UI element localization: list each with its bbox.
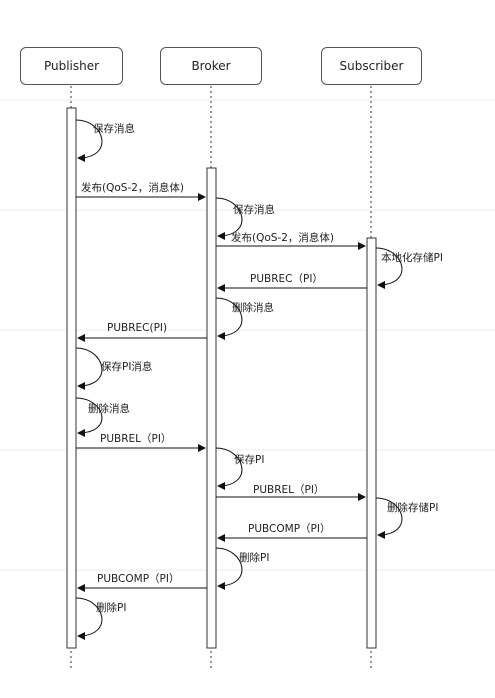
activation-broker bbox=[206, 167, 217, 649]
label-sub-delete-stored-pi: 删除存储PI bbox=[387, 501, 438, 514]
label-broker-delete-msg: 删除消息 bbox=[232, 301, 274, 314]
self-arrow-sub-delete-pi bbox=[375, 497, 403, 539]
participant-subscriber-label: Subscriber bbox=[339, 59, 404, 73]
label-pubrec-sub: PUBREC（PI） bbox=[250, 273, 323, 285]
label-pub-delete-pi: 删除PI bbox=[96, 601, 126, 614]
self-arrow-broker-delete bbox=[215, 297, 243, 340]
activation-subscriber bbox=[366, 237, 377, 649]
participant-publisher-label: Publisher bbox=[43, 59, 100, 73]
message-labels: 保存消息 发布(QoS-2，消息体) 保存消息 发布(QoS-2，消息体) 本地… bbox=[81, 122, 443, 614]
label-broker-save-pi: 保存PI bbox=[234, 453, 264, 466]
activation-publisher bbox=[66, 107, 77, 649]
participant-broker: Broker bbox=[160, 47, 262, 85]
label-pubrel-pub: PUBREL（PI） bbox=[100, 433, 171, 445]
label-sub-local-store: 本地化存储PI bbox=[381, 251, 443, 264]
participant-subscriber: Subscriber bbox=[321, 47, 422, 85]
label-pubrec-pub: PUBREC(PI) bbox=[107, 322, 167, 334]
label-broker-delete-pi: 删除PI bbox=[239, 551, 269, 564]
label-pubrel-broker: PUBREL（PI） bbox=[253, 484, 324, 496]
messages bbox=[75, 119, 403, 640]
participant-broker-label: Broker bbox=[191, 59, 231, 73]
self-arrow-broker-save bbox=[215, 197, 243, 240]
self-arrow-pub-save bbox=[75, 119, 103, 162]
self-arrow-pub-save-pi bbox=[75, 347, 103, 390]
label-pub-save-pi-msg: 保存PI消息 bbox=[101, 360, 152, 373]
participant-publisher: Publisher bbox=[20, 47, 123, 85]
self-arrow-pub-delete-pi bbox=[75, 597, 103, 640]
self-arrow-broker-save-pi bbox=[215, 447, 243, 490]
label-publish-qos2: 发布(QoS-2，消息体) bbox=[81, 181, 184, 194]
self-arrow-broker-delete-pi bbox=[215, 547, 243, 590]
label-pub-save-msg: 保存消息 bbox=[93, 122, 135, 135]
label-broker-publish-qos2: 发布(QoS-2，消息体) bbox=[231, 231, 334, 244]
label-pubcomp-sub: PUBCOMP（PI） bbox=[248, 523, 330, 535]
background-grid bbox=[0, 99, 495, 571]
self-arrow-sub-store bbox=[375, 247, 403, 289]
label-pub-delete-msg: 删除消息 bbox=[88, 402, 130, 415]
self-arrow-pub-delete bbox=[75, 397, 103, 437]
label-broker-save-msg: 保存消息 bbox=[233, 203, 275, 216]
label-pubcomp-broker: PUBCOMP（PI） bbox=[97, 573, 179, 585]
